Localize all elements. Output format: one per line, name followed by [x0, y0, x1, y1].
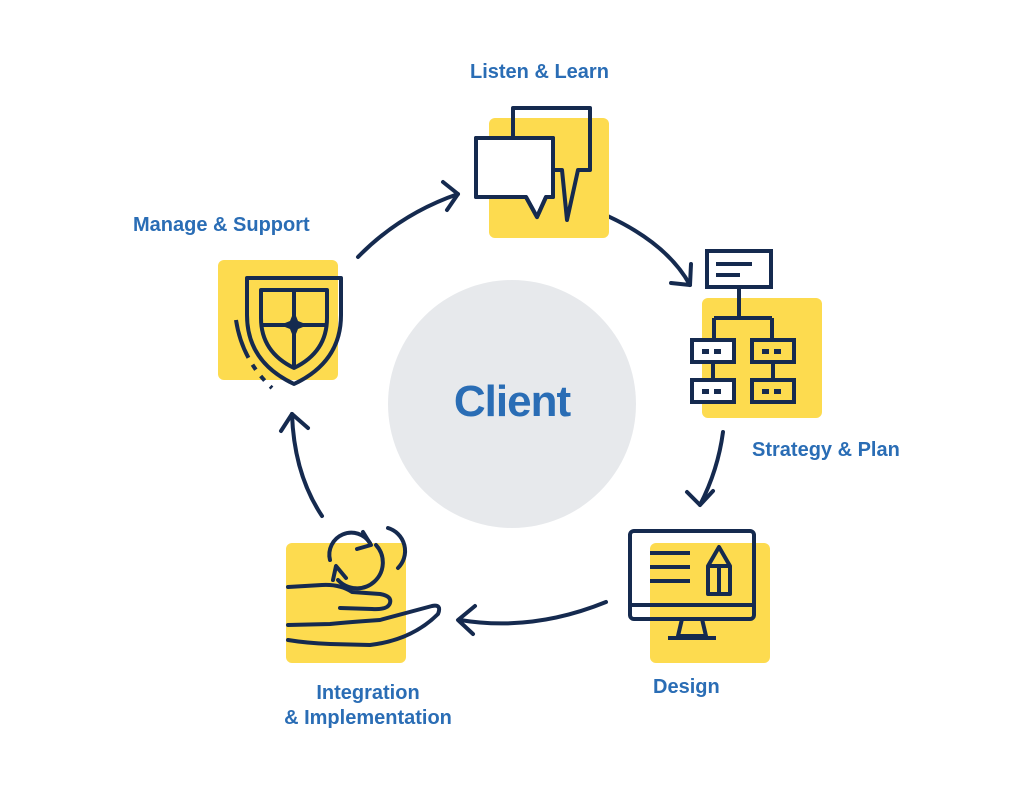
monitor-pencil-icon	[628, 529, 770, 663]
step-label-integration-line1: Integration	[316, 682, 420, 704]
arrow-design-to-integration	[458, 600, 608, 626]
arrowhead-manage	[279, 412, 310, 433]
arrow-manage-to-listen	[356, 192, 460, 259]
center-label: Client	[453, 377, 571, 426]
step-label-manage-support: Manage & Support	[133, 214, 310, 236]
arrowhead-integration	[456, 604, 477, 636]
step-label-strategy-plan: Strategy & Plan	[752, 439, 900, 461]
step-label-design: Design	[653, 676, 720, 698]
arrow-strategy-to-design	[698, 430, 725, 507]
shield-icon	[218, 260, 343, 390]
star-icon	[280, 311, 308, 339]
cycle-arrows	[290, 192, 725, 626]
arrowhead-listen	[441, 180, 460, 212]
step-label-integration: Integration & Implementation	[262, 681, 474, 731]
client-circle	[388, 280, 636, 528]
speech-bubbles-icon	[474, 106, 609, 238]
org-chart-icon	[690, 249, 822, 418]
arrow-integration-to-manage	[290, 412, 324, 518]
arrowhead-strategy	[669, 262, 693, 287]
arrowhead-design	[685, 489, 715, 507]
hand-cycle-icon	[286, 526, 442, 663]
step-label-integration-line2: & Implementation	[284, 707, 452, 729]
step-label-listen-learn: Listen & Learn	[470, 61, 609, 83]
